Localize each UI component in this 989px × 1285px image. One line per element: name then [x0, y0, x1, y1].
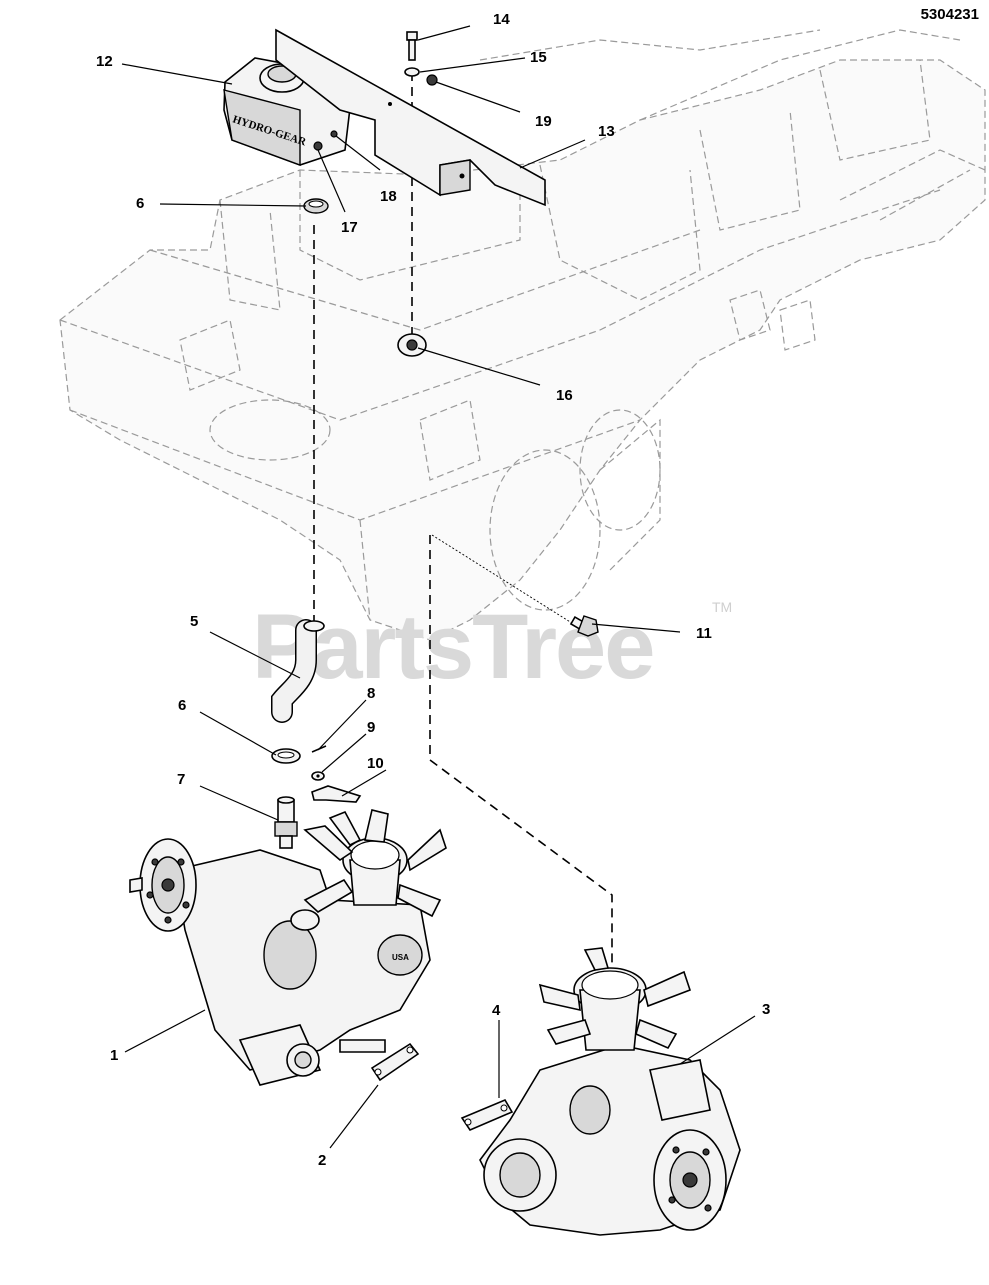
cooling-fan-right — [538, 947, 692, 1051]
callout-15: 15 — [530, 49, 547, 66]
callout-2: 2 — [318, 1152, 326, 1169]
callout-16: 16 — [556, 387, 573, 404]
lever-10 — [311, 785, 362, 803]
arm-2 — [370, 1042, 420, 1082]
hose-clamp-bottom — [271, 748, 301, 764]
callout-8: 8 — [367, 685, 375, 702]
chassis-frame — [59, 29, 986, 641]
hose-clamp-top — [303, 198, 329, 214]
callout-14: 14 — [493, 11, 510, 28]
callout-6-bottom: 6 — [178, 697, 186, 714]
usa-mark: USA — [392, 953, 409, 962]
callout-17: 17 — [341, 219, 358, 236]
callout-19: 19 — [535, 113, 552, 130]
transaxle-alignment-line — [429, 535, 613, 985]
callouts: 12 14 15 19 13 18 17 6 16 11 5 6 7 8 9 1… — [96, 11, 770, 1169]
nut-16 — [397, 333, 427, 357]
callout-5: 5 — [190, 613, 198, 630]
washer-9 — [311, 771, 325, 781]
callout-13: 13 — [598, 123, 615, 140]
fitting-7 — [274, 796, 298, 849]
trademark-text: TM — [712, 599, 732, 615]
transaxle-right — [479, 947, 741, 1236]
mounting-bracket — [275, 28, 546, 207]
callout-4: 4 — [492, 1002, 501, 1019]
callout-11: 11 — [696, 625, 712, 642]
bolt-11-dotted-line — [431, 534, 576, 626]
callout-3: 3 — [762, 1001, 770, 1018]
callout-18: 18 — [380, 188, 397, 205]
cooling-fan-left — [303, 809, 447, 918]
callout-7: 7 — [177, 771, 185, 788]
callout-10: 10 — [367, 755, 384, 772]
arm-4 — [460, 1098, 514, 1131]
leader-lines — [121, 25, 756, 1149]
callout-1: 1 — [110, 1047, 118, 1064]
bolt-14 — [406, 31, 418, 61]
callout-9: 9 — [367, 719, 375, 736]
washer-15 — [404, 67, 420, 77]
callout-12: 12 — [96, 53, 113, 70]
transaxle-left: USA — [129, 809, 447, 1086]
hose-5 — [271, 619, 325, 723]
nut-19 — [426, 74, 438, 86]
bolt-11 — [569, 615, 599, 637]
watermark-text: PartsTree — [252, 596, 653, 698]
document-number: 5304231 — [920, 6, 979, 23]
callout-6-top: 6 — [136, 195, 144, 212]
